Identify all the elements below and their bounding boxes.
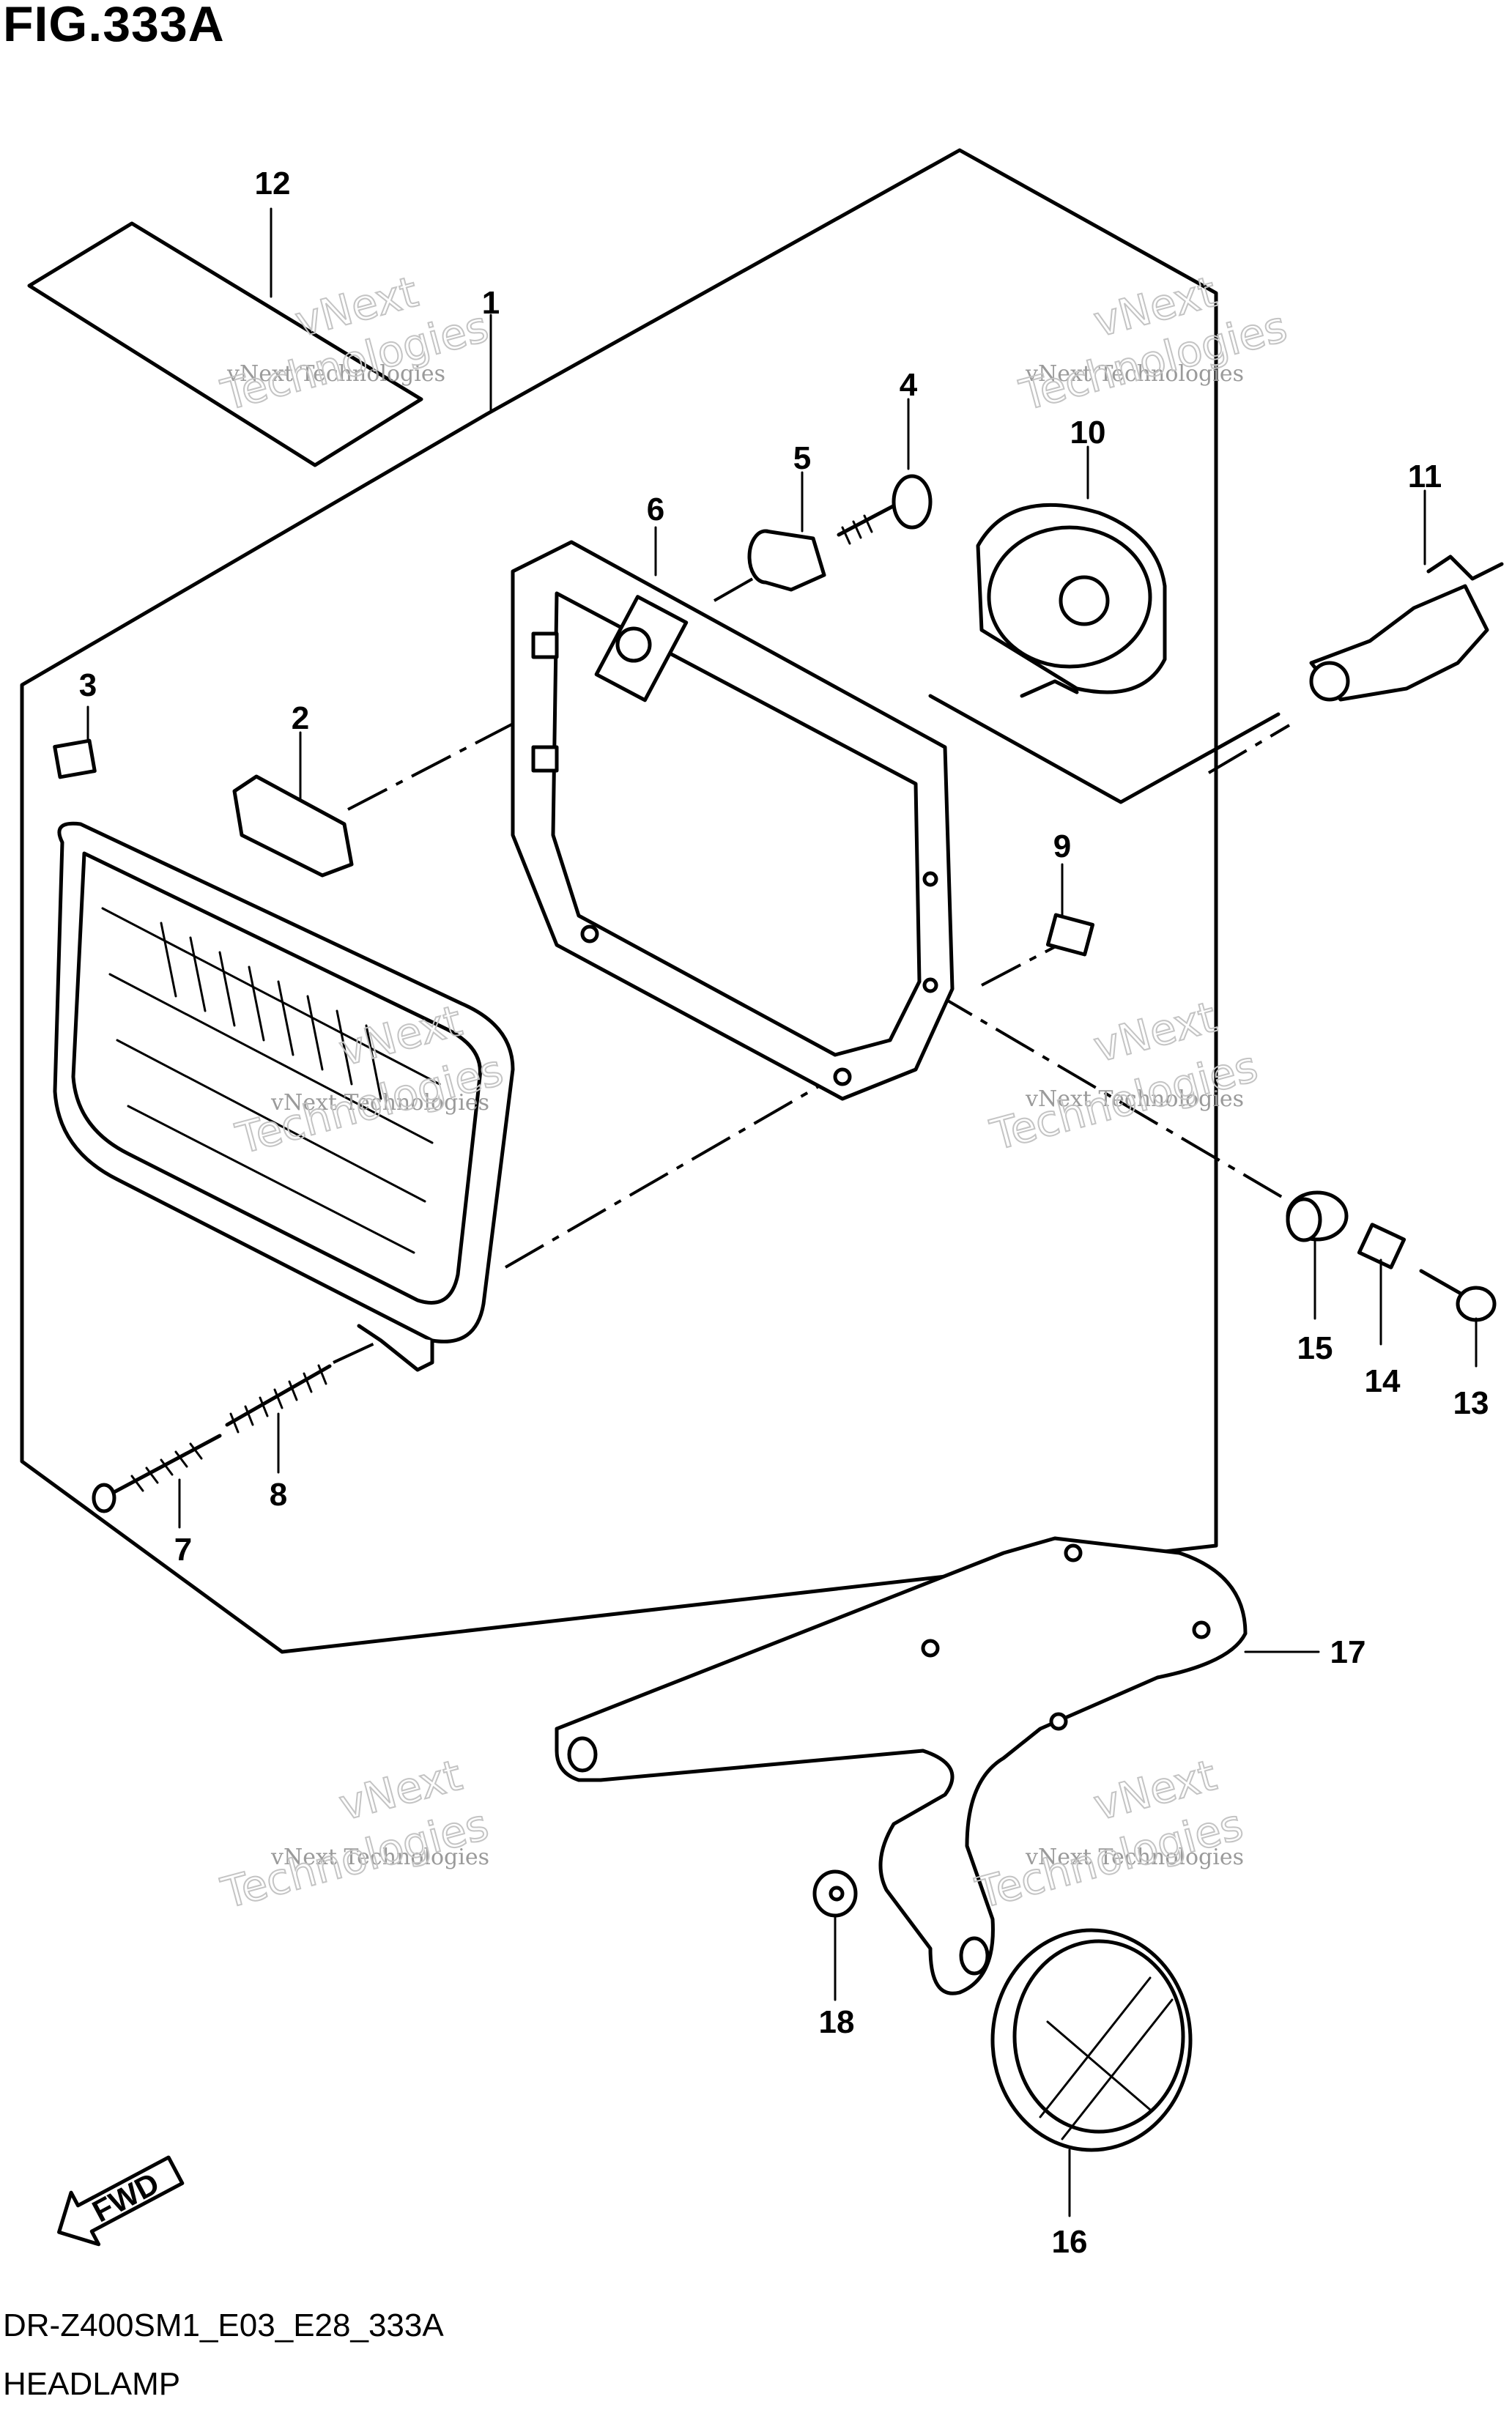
- part-14-collar: [1357, 1223, 1407, 1269]
- part-10-socket-cover: [976, 503, 1167, 698]
- part-17-bracket: [555, 1536, 1248, 1995]
- callout-5: 5: [793, 440, 811, 476]
- watermark-line: vNext Technologies: [270, 1845, 489, 1870]
- figure-name: HEADLAMP: [3, 2366, 181, 2402]
- part-18-grommet: [812, 1869, 858, 1918]
- watermark-line: vNext Technologies: [270, 1090, 489, 1116]
- callout-12: 12: [255, 166, 291, 201]
- part-6-housing: [511, 540, 955, 1101]
- part-9-clip-nut: [1045, 913, 1095, 957]
- callout-15: 15: [1297, 1330, 1333, 1366]
- figure-code: DR-Z400SM1_E03_E28_333A: [3, 2307, 444, 2343]
- callout-2: 2: [292, 700, 309, 736]
- callout-1: 1: [482, 285, 500, 321]
- callout-10: 10: [1070, 415, 1106, 451]
- part-12-label-sheet: [27, 221, 423, 467]
- callout-13: 13: [1453, 1385, 1489, 1421]
- part-3-nut: [53, 738, 97, 779]
- part-11-bulb: [1309, 555, 1504, 702]
- fwd-arrow: FWD: [57, 2155, 185, 2247]
- guide-lines: [333, 570, 1291, 1364]
- callout-11: 11: [1408, 459, 1442, 494]
- part-4-bolt: [837, 474, 933, 545]
- watermark-line: vNext Technologies: [1025, 1086, 1244, 1112]
- fwd-label: FWD: [86, 2165, 165, 2228]
- part-7-screw: [92, 1434, 222, 1513]
- leader-lines: [86, 207, 1478, 2217]
- callout-18: 18: [819, 2004, 855, 2040]
- figure-title: FIG.333A: [3, 0, 225, 52]
- callout-8: 8: [270, 1477, 287, 1513]
- part-16-reflector: [990, 1928, 1193, 2152]
- part-8-spring: [225, 1364, 332, 1434]
- callout-14: 14: [1365, 1363, 1401, 1399]
- watermark-line: vNext Technologies: [226, 361, 445, 387]
- callout-4: 4: [900, 367, 918, 403]
- bulb-frame: [928, 694, 1281, 804]
- callout-3: 3: [79, 667, 97, 703]
- part-15-grommet: [1286, 1190, 1349, 1242]
- callout-labels: 12 1 3 2 4 5 6 10 11 9 15 14 13 7 8 17 1…: [79, 166, 1489, 2260]
- watermark-line: vNext Technologies: [1025, 361, 1244, 387]
- callout-9: 9: [1053, 828, 1071, 864]
- callout-16: 16: [1052, 2224, 1088, 2260]
- part-5-grommet: [747, 529, 826, 592]
- part-2-headlamp-unit: [53, 774, 515, 1372]
- assembly-frame: [20, 148, 1218, 1654]
- callout-7: 7: [174, 1532, 192, 1568]
- callout-17: 17: [1330, 1634, 1366, 1670]
- part-13-bolt: [1419, 1269, 1497, 1322]
- watermark-line: vNext Technologies: [1025, 1845, 1244, 1870]
- callout-6: 6: [647, 492, 664, 527]
